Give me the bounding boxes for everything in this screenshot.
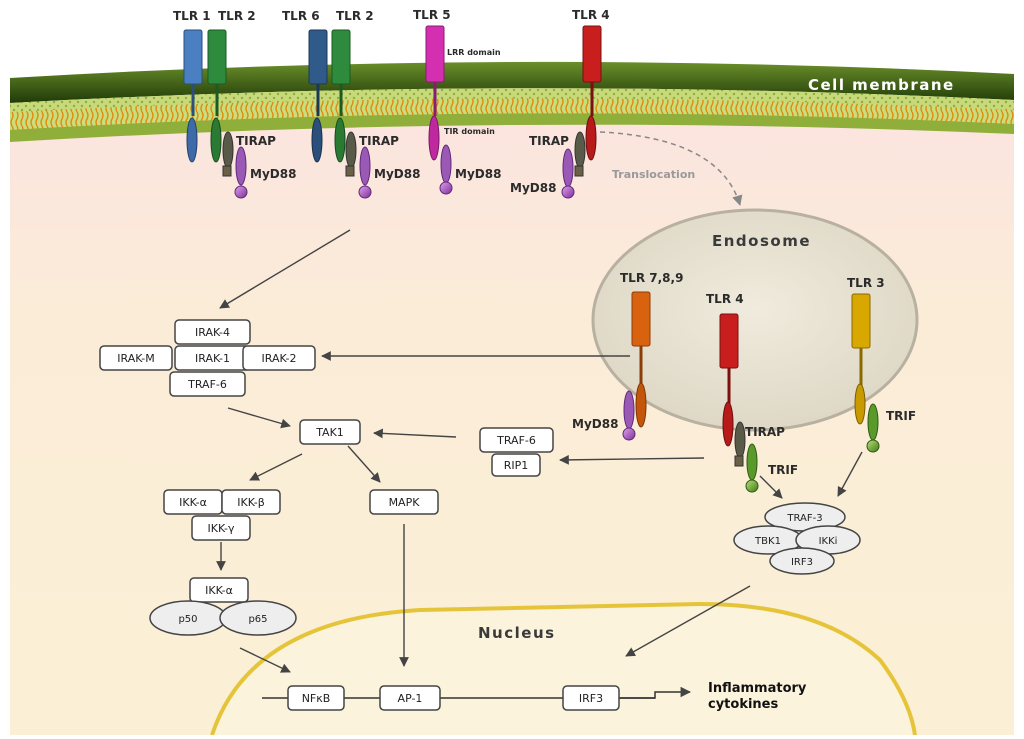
ap1-label: AP-1 (398, 692, 423, 705)
endosome-label: Endosome (712, 232, 811, 250)
arrow-membrane-to-irak (219, 229, 351, 309)
nucleus-label: Nucleus (478, 624, 556, 642)
irak-complex: IRAK-4 IRAK-M IRAK-1 IRAK-2 TRAF-6 (99, 319, 316, 397)
tlr6-receptor (308, 29, 328, 163)
ikk-alpha-label-2: IKK-α (205, 584, 233, 597)
cell-membrane-label: Cell membrane (808, 76, 955, 94)
inflammatory-label: Inflammatory (708, 681, 807, 696)
irak2-box: IRAK-2 (262, 352, 297, 365)
traf6-label-b: TRAF-6 (496, 434, 536, 447)
tlr5-label: TLR 5 (413, 8, 451, 22)
adaptor-group-3 (439, 144, 453, 195)
tlr789-label: TLR 7,8,9 (620, 271, 683, 285)
ikk-alpha-label: IKK-α (179, 496, 207, 509)
endosome (591, 208, 919, 432)
irak1-box: IRAK-1 (195, 352, 230, 365)
arrow-tlr4-to-traf6rip1 (559, 454, 705, 465)
myd88-label-3: MyD88 (455, 167, 501, 181)
tlr5-receptor (425, 25, 445, 161)
irakm-box: IRAK-M (117, 352, 155, 365)
cytokines-label: cytokines (708, 697, 778, 712)
endosome-tirap-label: TIRAP (745, 425, 785, 439)
signaling-arrows (216, 229, 863, 673)
tlr789-receptor (631, 291, 651, 428)
tak1-label: TAK1 (315, 426, 344, 439)
tir-domain-label: TIR domain (444, 127, 495, 136)
tlr4-receptor-surface (582, 25, 602, 161)
tlr2-receptor-a (207, 29, 227, 163)
tlr1-label: TLR 1 (173, 9, 211, 23)
mapk-box (369, 489, 439, 515)
endosome-myd88 (622, 390, 636, 441)
endosome-myd88-label: MyD88 (572, 417, 618, 431)
lrr-domain-label: LRR domain (447, 48, 501, 57)
transcription-arrow (615, 686, 692, 699)
irf3-label: IRF3 (579, 692, 603, 705)
traf6-box-b (479, 427, 554, 453)
tlr3-receptor (851, 293, 871, 425)
arrow-tak1-to-ikk (249, 453, 303, 481)
rip1-label: RIP1 (504, 459, 529, 472)
nfkb-label: NFκB (302, 692, 331, 705)
endosome-trif-label-a: TRIF (768, 463, 798, 477)
traf6-box-a: TRAF-6 (187, 378, 227, 391)
tlr6-label: TLR 6 (282, 9, 320, 23)
irf3-node (769, 547, 835, 575)
adaptor-group-2 (345, 131, 372, 199)
arrow-tlr3-to-traf3 (837, 451, 863, 497)
endosome-trif-tlr3 (866, 403, 880, 453)
adaptor-group-4 (561, 131, 586, 199)
tlr4-label-surface: TLR 4 (572, 8, 610, 22)
traf3-label: TRAF-3 (786, 513, 822, 524)
arrow-traf6-to-tak1 (227, 407, 291, 429)
rip1-box (491, 453, 541, 477)
tlr3-label: TLR 3 (847, 276, 885, 290)
adaptor-group-1 (222, 131, 248, 199)
arrow-traf6rip1-to-tak1 (373, 428, 457, 439)
ikki-label: IKKi (819, 536, 838, 547)
irf3-box (562, 685, 620, 711)
tbk1-label: TBK1 (754, 536, 781, 547)
cell-membrane (10, 61, 1014, 142)
p50-label: p50 (178, 614, 197, 625)
mapk-label: MAPK (389, 496, 421, 509)
tlr2-label-b: TLR 2 (336, 9, 374, 23)
arrow-nfkb-to-nucleus (239, 647, 291, 673)
myd88-label-2: MyD88 (374, 167, 420, 181)
tirap-label-1: TIRAP (236, 134, 276, 148)
tirap-label-2: TIRAP (359, 134, 399, 148)
arrow-trif-to-traf3 (759, 475, 783, 499)
ikk-gamma-box (191, 515, 251, 541)
arrow-irf3-to-nucleus (625, 585, 751, 657)
ikk-gamma-label: IKK-γ (208, 522, 235, 535)
p65-subunit (219, 600, 297, 636)
arrow-tak1-to-mapk (347, 445, 381, 483)
endosome-tirap-trif (734, 421, 759, 493)
irf3-node-label: IRF3 (791, 557, 813, 568)
tlr2-label-a: TLR 2 (218, 9, 256, 23)
tlr1-receptor (183, 29, 203, 163)
p65-label: p65 (248, 614, 267, 625)
tlr2-receptor-b (331, 29, 351, 163)
tak1-box (299, 419, 361, 445)
ikk-beta-box (221, 489, 281, 515)
ap1-box (379, 685, 441, 711)
tirap-label-4: TIRAP (529, 134, 569, 148)
ikk-beta-label: IKK-β (237, 496, 265, 509)
translocation-arrow (599, 131, 743, 207)
translocation-label: Translocation (612, 168, 695, 181)
myd88-label-4: MyD88 (510, 181, 556, 195)
endosome-trif-label-b: TRIF (886, 409, 916, 423)
tlr4-label-endosome: TLR 4 (706, 292, 744, 306)
ikk-alpha-box-2 (189, 577, 249, 603)
irak4-box: IRAK-4 (195, 326, 230, 339)
tlr4-receptor-endosome (719, 313, 739, 447)
myd88-label-1: MyD88 (250, 167, 296, 181)
nfkb-box (287, 685, 345, 711)
